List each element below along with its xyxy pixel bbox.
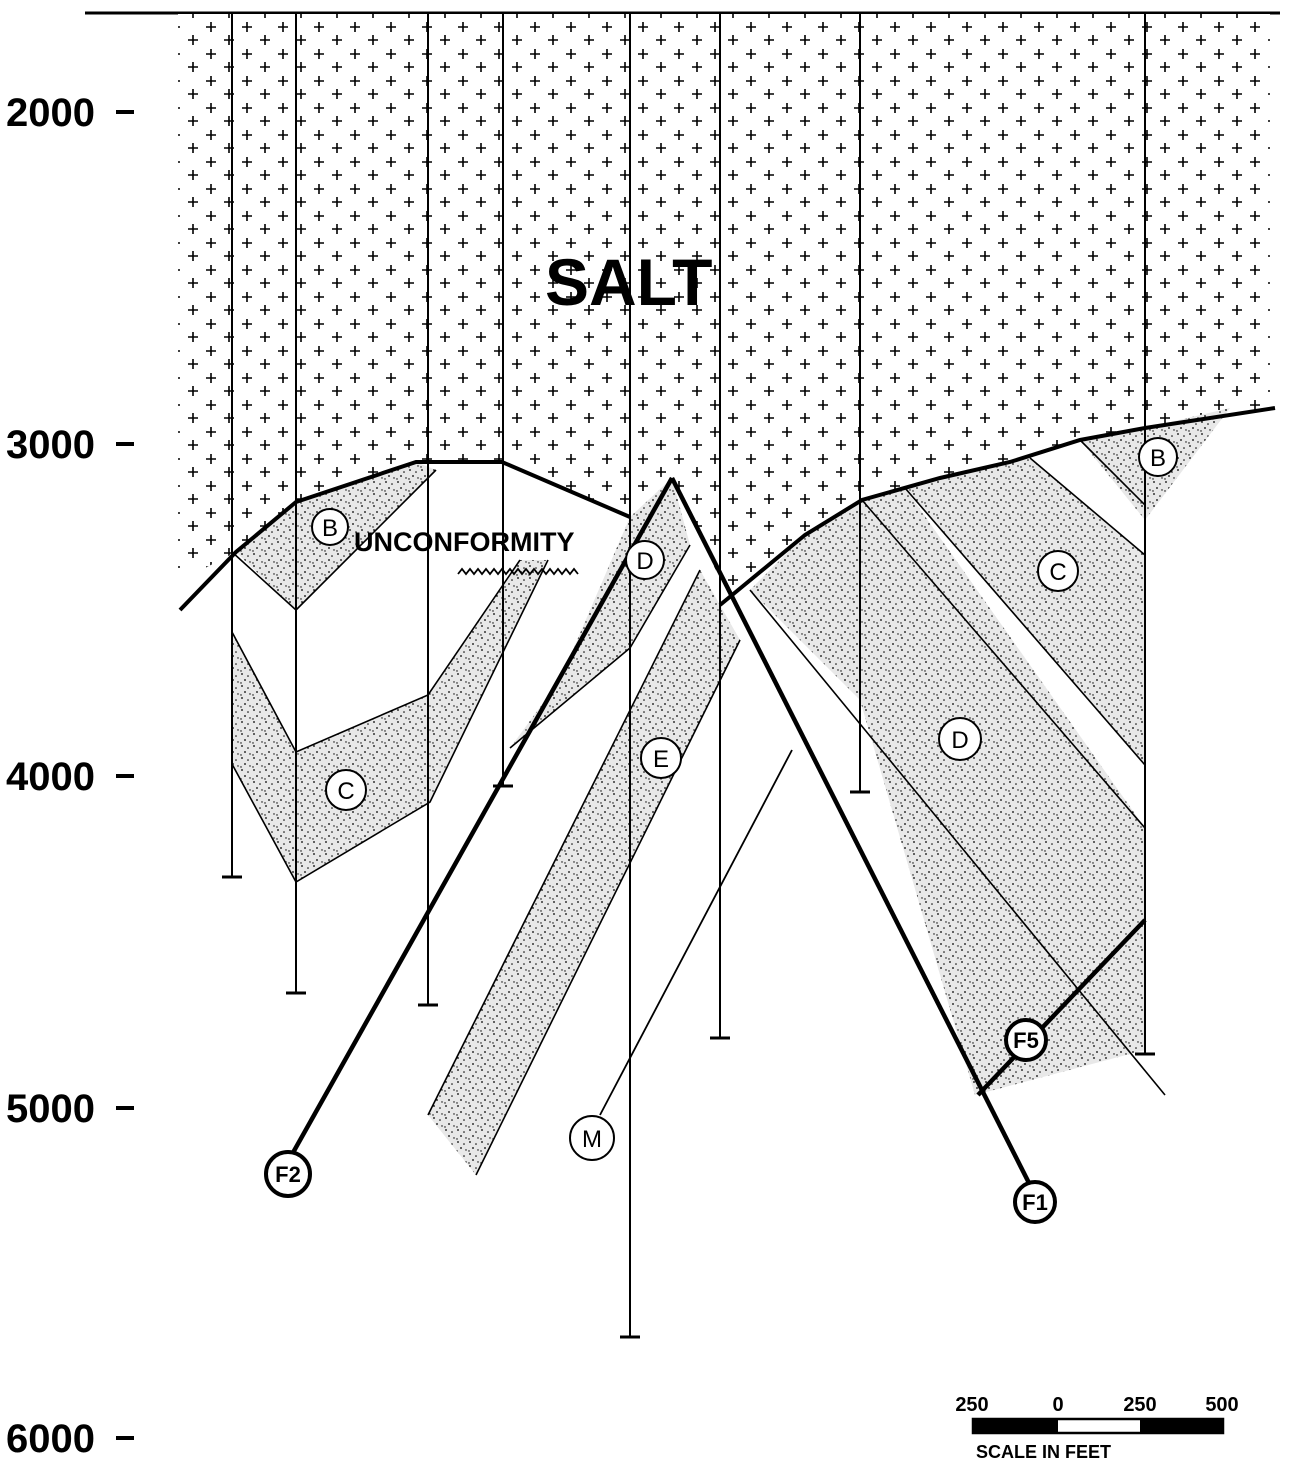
fault-label-f2: F2 xyxy=(264,1150,312,1198)
wells xyxy=(222,13,1155,1339)
svg-text:E: E xyxy=(653,746,669,773)
fault-label-f5: F5 xyxy=(1004,1018,1048,1062)
depth-label-4000: 4000 xyxy=(6,755,95,799)
depth-label-6000: 6000 xyxy=(6,1417,95,1461)
unit-label-d-right: D xyxy=(938,717,982,761)
bed-boundaries xyxy=(231,439,1166,1176)
depth-label-2000: 2000 xyxy=(6,91,95,135)
fault-m-line xyxy=(599,749,793,1116)
unit-label-b-right: B xyxy=(1138,437,1178,477)
scale-tick-250-left: 250 xyxy=(955,1394,988,1416)
svg-text:B: B xyxy=(1150,445,1166,472)
svg-text:F1: F1 xyxy=(1022,1190,1048,1215)
fault-label-f1: F1 xyxy=(1013,1180,1057,1224)
unit-label-e: E xyxy=(640,737,682,779)
salt-body xyxy=(178,14,1270,600)
svg-text:B: B xyxy=(322,515,338,542)
fault-f1-line xyxy=(669,476,1033,1187)
fault-label-m: M xyxy=(569,1115,615,1161)
fault-f2-line xyxy=(288,476,674,1160)
unit-label-c-right: C xyxy=(1037,550,1079,592)
unconformity-surface-right xyxy=(718,406,1276,607)
scale-caption: SCALE IN FEET xyxy=(976,1442,1111,1458)
unit-label-d-center: D xyxy=(625,540,665,580)
unconformity-symbol xyxy=(457,567,579,576)
unit-e xyxy=(428,570,740,1175)
fault-f5-line xyxy=(976,918,1147,1097)
unit-label-c-left: C xyxy=(325,769,367,811)
svg-text:D: D xyxy=(636,548,653,575)
svg-text:M: M xyxy=(582,1126,602,1153)
depth-ticks xyxy=(116,110,134,1440)
scale-bar: 250 0 250 500 SCALE IN FEET xyxy=(955,1394,1238,1458)
unit-c-left xyxy=(232,560,548,882)
svg-text:C: C xyxy=(1049,559,1066,586)
unconformity-label: UNCONFORMITY xyxy=(354,527,574,557)
depth-label-3000: 3000 xyxy=(6,423,95,467)
scale-tick-500: 500 xyxy=(1205,1394,1238,1416)
depth-label-5000: 5000 xyxy=(6,1087,95,1131)
salt-label: SALT xyxy=(545,245,712,319)
svg-text:C: C xyxy=(337,778,354,805)
unit-label-b-left: B xyxy=(311,508,349,546)
svg-text:D: D xyxy=(951,727,968,754)
svg-text:F5: F5 xyxy=(1013,1028,1039,1053)
unconformity-surface xyxy=(178,460,631,612)
scale-tick-0: 0 xyxy=(1052,1394,1063,1416)
svg-text:F2: F2 xyxy=(275,1162,301,1187)
unit-c-right xyxy=(905,458,1145,765)
scale-tick-250-right: 250 xyxy=(1123,1394,1156,1416)
unit-d-right xyxy=(750,488,1145,1095)
